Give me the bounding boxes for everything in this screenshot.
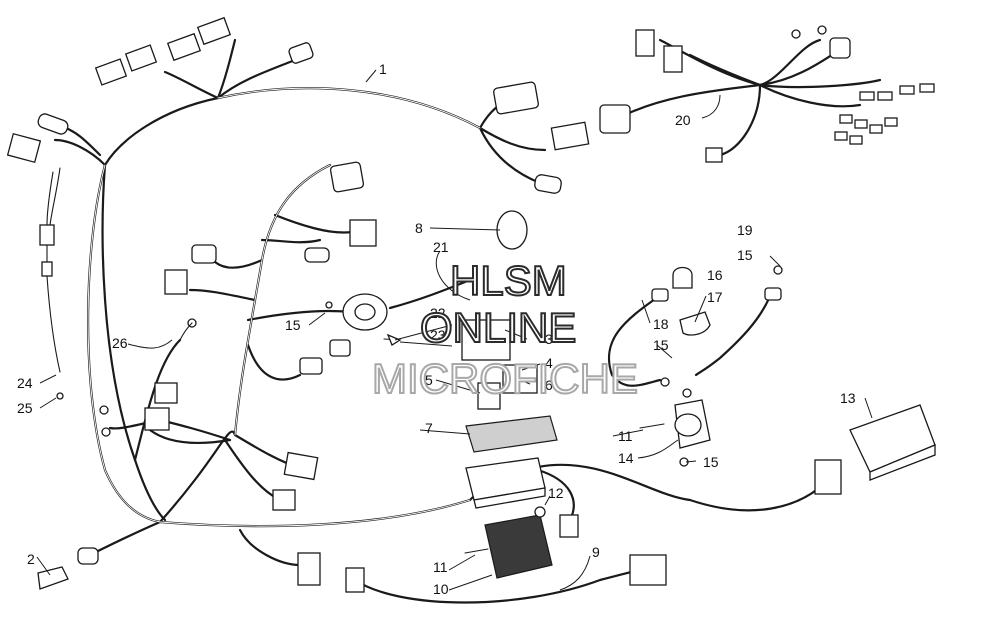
main-harness [53,38,832,567]
upper-middle-connectors [493,81,590,194]
callout-21: 21 [433,239,449,255]
callout-14: 14 [618,450,634,466]
callout-19: 19 [737,222,753,238]
lower-left-connectors [37,382,321,590]
starter-solenoid [607,265,783,467]
callout-4: 4 [545,355,553,371]
callout-15-top: 15 [737,247,753,263]
voltage-regulator [464,506,579,579]
fuse-label [465,415,558,453]
callout-7: 7 [425,420,433,436]
relay-components [386,319,538,410]
accessory-harness [599,25,935,163]
callout-18: 18 [653,316,669,332]
callout-1: 1 [379,61,387,77]
callout-15-bottom: 15 [703,454,719,470]
watermark-line-3: MICROFICHE [372,355,638,402]
ecm-module [814,404,936,495]
callout-2: 2 [27,551,35,567]
callout-8: 8 [415,220,423,236]
callout-6: 6 [545,377,553,393]
watermark: HLSM ONLINE MICROFICHE [371,256,639,403]
callout-20: 20 [675,112,691,128]
callout-17: 17 [707,289,723,305]
callout-10: 10 [433,581,449,597]
callout-3: 3 [545,331,553,347]
watermark-line-1: HLSM [450,257,567,304]
callout-15-left: 15 [285,317,301,333]
callout-13: 13 [840,390,856,406]
callout-25: 25 [17,400,33,416]
regulator-harness [345,554,667,604]
left-side-connectors [6,113,69,400]
callout-24: 24 [17,375,33,391]
callout-22: 22 [430,305,446,321]
callout-16: 16 [707,267,723,283]
fuse-block [465,457,546,509]
top-left-connector-cluster [94,16,314,86]
callout-15-mid: 15 [653,337,669,353]
callout-12: 12 [548,485,564,501]
callout-23: 23 [430,327,446,343]
mid-left-components [164,161,401,375]
callout-26: 26 [112,335,128,351]
callout-labels: 1 2 3 4 5 6 7 8 9 10 11 11 12 13 14 15 1… [17,61,856,597]
callout-5: 5 [425,372,433,388]
callout-9: 9 [592,544,600,560]
band-clamp [496,210,528,250]
watermark-line-2: ONLINE [420,304,576,351]
leader-lines [36,69,873,591]
callout-11-lower: 11 [433,559,448,575]
callout-11-upper: 11 [618,428,633,444]
